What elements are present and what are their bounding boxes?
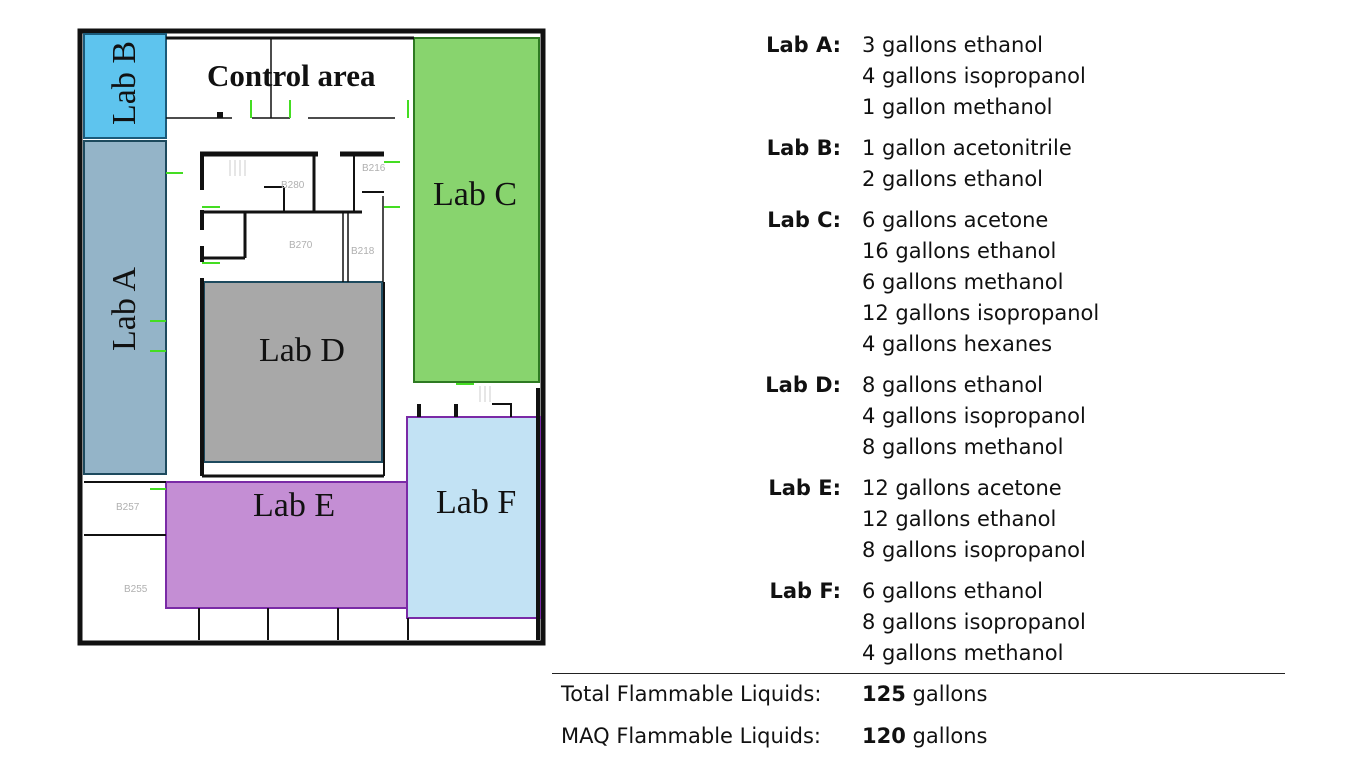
inventory-item: 16 gallons ethanol — [862, 239, 1057, 263]
inventory-item: 1 gallon acetonitrile — [862, 136, 1072, 160]
lab-d-heading: Lab D: — [765, 373, 841, 397]
inventory-item: 6 gallons acetone — [862, 208, 1049, 232]
stairs — [229, 160, 491, 402]
inventory-item: 8 gallons isopropanol — [862, 610, 1086, 634]
room-number: B216 — [362, 163, 386, 174]
total-number: 125 — [862, 682, 906, 706]
maq-number: 120 — [862, 724, 906, 748]
inventory-item: 2 gallons ethanol — [862, 167, 1044, 191]
total-flammable-label: Total Flammable Liquids: — [561, 682, 822, 706]
interior-walls — [84, 36, 540, 640]
lab-c-label: Lab C — [433, 176, 518, 213]
maq-flammable-label: MAQ Flammable Liquids: — [561, 724, 821, 748]
floor-plan: Control area Lab B Lab A Lab C Lab D Lab… — [0, 0, 560, 660]
maq-unit: gallons — [912, 724, 988, 748]
room-number: B257 — [116, 502, 140, 513]
inventory-item: 12 gallons acetone — [862, 476, 1062, 500]
inventory-item: 6 gallons methanol — [862, 270, 1064, 294]
lab-c-heading: Lab C: — [767, 208, 841, 232]
inventory-item: 8 gallons methanol — [862, 435, 1064, 459]
maq-flammable-value: 120 gallons — [862, 724, 988, 748]
inventory-item: 4 gallons isopropanol — [862, 64, 1086, 88]
inventory-item: 1 gallon methanol — [862, 95, 1053, 119]
lab-b-heading: Lab B: — [766, 136, 841, 160]
room-number: B280 — [281, 180, 305, 191]
lab-d-label: Lab D — [259, 332, 345, 369]
inventory-item: 12 gallons ethanol — [862, 507, 1057, 531]
room-number: B270 — [289, 240, 313, 251]
totals-divider — [552, 673, 1285, 674]
lab-a-heading: Lab A: — [766, 33, 841, 57]
lab-f-label: Lab F — [436, 484, 517, 521]
doors — [150, 100, 474, 490]
inventory-item: 3 gallons ethanol — [862, 33, 1044, 57]
inventory-item: 8 gallons ethanol — [862, 373, 1044, 397]
lab-e-label: Lab E — [253, 487, 336, 524]
control-area-label: Control area — [207, 58, 376, 93]
lab-e-room[interactable] — [165, 481, 409, 609]
floor-plan-drawing — [77, 28, 546, 646]
lab-a-room[interactable] — [83, 140, 167, 475]
inventory-item: 6 gallons ethanol — [862, 579, 1044, 603]
room-number: B255 — [124, 584, 148, 595]
inventory-item: 4 gallons isopropanol — [862, 404, 1086, 428]
lab-e-heading: Lab E: — [768, 476, 841, 500]
inventory-item: 8 gallons isopropanol — [862, 538, 1086, 562]
lab-f-heading: Lab F: — [769, 579, 842, 603]
total-flammable-value: 125 gallons — [862, 682, 988, 706]
inventory-item: 4 gallons hexanes — [862, 332, 1053, 356]
lab-d-room[interactable] — [203, 281, 383, 463]
lab-c-room[interactable] — [413, 37, 540, 383]
total-unit: gallons — [912, 682, 988, 706]
inventory-item: 4 gallons methanol — [862, 641, 1064, 665]
lab-b-room[interactable] — [83, 33, 167, 139]
lab-f-room[interactable] — [406, 416, 541, 619]
inventory-item: 12 gallons isopropanol — [862, 301, 1100, 325]
room-number: B218 — [351, 246, 375, 257]
